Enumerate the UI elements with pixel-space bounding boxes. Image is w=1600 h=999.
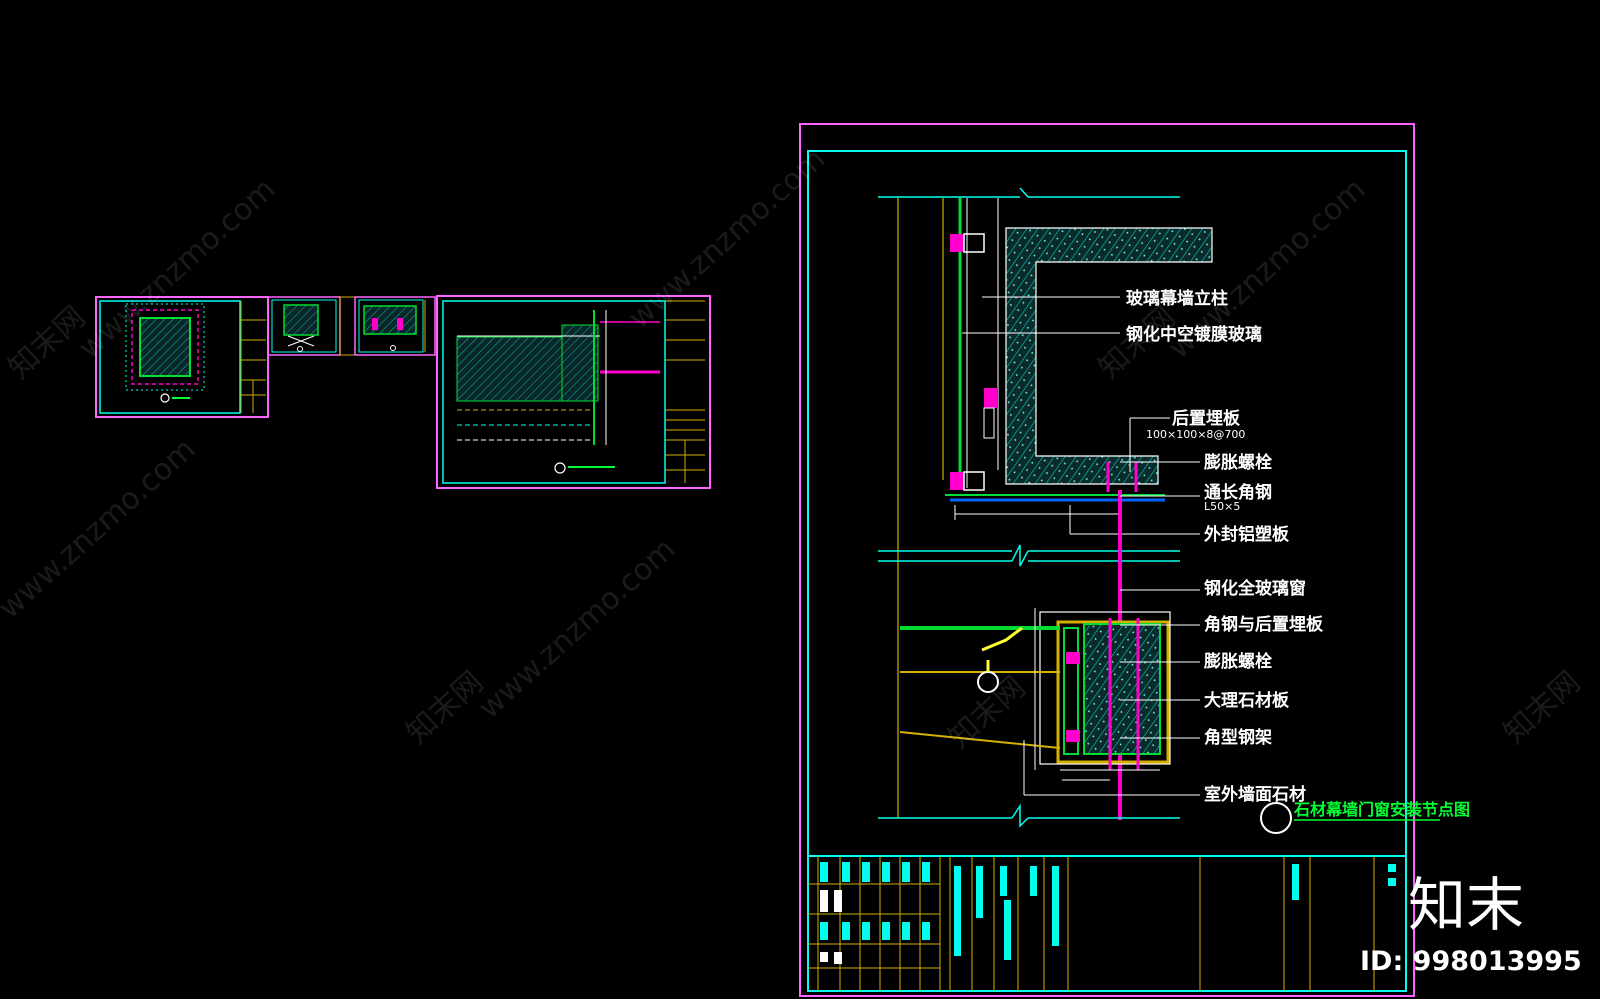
sublabel-angle-spec: L50×5	[1204, 500, 1240, 513]
label-exterior-stone: 室外墙面石材	[1204, 784, 1306, 805]
brand-logo: 知末 ID: 998013995	[1360, 871, 1582, 977]
label-aluminum-panel: 外封铝塑板	[1204, 524, 1290, 545]
watermarks: www.znzmo.com 知末网 www.znzmo.com www.znzm…	[0, 142, 1587, 756]
sublabel-plate-spec: 100×100×8@700	[1146, 428, 1245, 441]
watermark-brand-2: 知末网	[400, 665, 490, 751]
label-marble-panel: 大理石材板	[1204, 690, 1290, 711]
label-angle-steel: 通长角钢	[1204, 482, 1272, 503]
watermark-brand-5: 知末网	[1497, 665, 1587, 751]
label-angle-frame: 角型钢架	[1204, 727, 1272, 748]
watermark-site-5: www.znzmo.com	[1162, 172, 1372, 366]
detail-title: 石材幕墙门窗安装节点图	[1293, 800, 1470, 819]
label-post-embedded-plate: 后置埋板	[1172, 408, 1241, 429]
watermark-site-2: www.znzmo.com	[0, 432, 202, 626]
callout-labels: 玻璃幕墙立柱 钢化中空镀膜玻璃 后置埋板 100×100×8@700 膨胀螺栓 …	[1126, 288, 1324, 805]
watermark-site-4: www.znzmo.com	[472, 532, 682, 726]
thumbnail-sheet-1[interactable]	[95, 296, 269, 418]
label-angle-and-plate: 角钢与后置埋板	[1204, 614, 1324, 635]
thumbnail-sheet-4[interactable]	[436, 295, 711, 489]
main-detail-sheet[interactable]: 玻璃幕墙立柱 钢化中空镀膜玻璃 后置埋板 100×100×8@700 膨胀螺栓 …	[799, 123, 1470, 997]
label-glass-window: 钢化全玻璃窗	[1204, 578, 1306, 599]
thumbnail-sheet-2[interactable]	[267, 296, 341, 356]
label-curtain-wall-column: 玻璃幕墙立柱	[1126, 288, 1228, 309]
embedded-parts	[945, 233, 1200, 535]
label-tempered-glass: 钢化中空镀膜玻璃	[1126, 324, 1262, 345]
leader-lines	[962, 296, 1200, 739]
title-block	[808, 855, 1406, 991]
drawing-title: 石材幕墙门窗安装节点图	[1260, 800, 1470, 834]
label-expansion-bolt-1: 膨胀螺栓	[1204, 452, 1272, 473]
image-id: ID: 998013995	[1360, 946, 1582, 977]
brand-logo-text: 知末	[1408, 871, 1524, 939]
label-expansion-bolt-2: 膨胀螺栓	[1204, 651, 1272, 672]
break-line-bottom	[878, 803, 1180, 828]
concrete-column	[1005, 227, 1213, 485]
thumbnail-sheet-3[interactable]	[339, 296, 436, 356]
window-frame-detail	[899, 608, 1200, 796]
